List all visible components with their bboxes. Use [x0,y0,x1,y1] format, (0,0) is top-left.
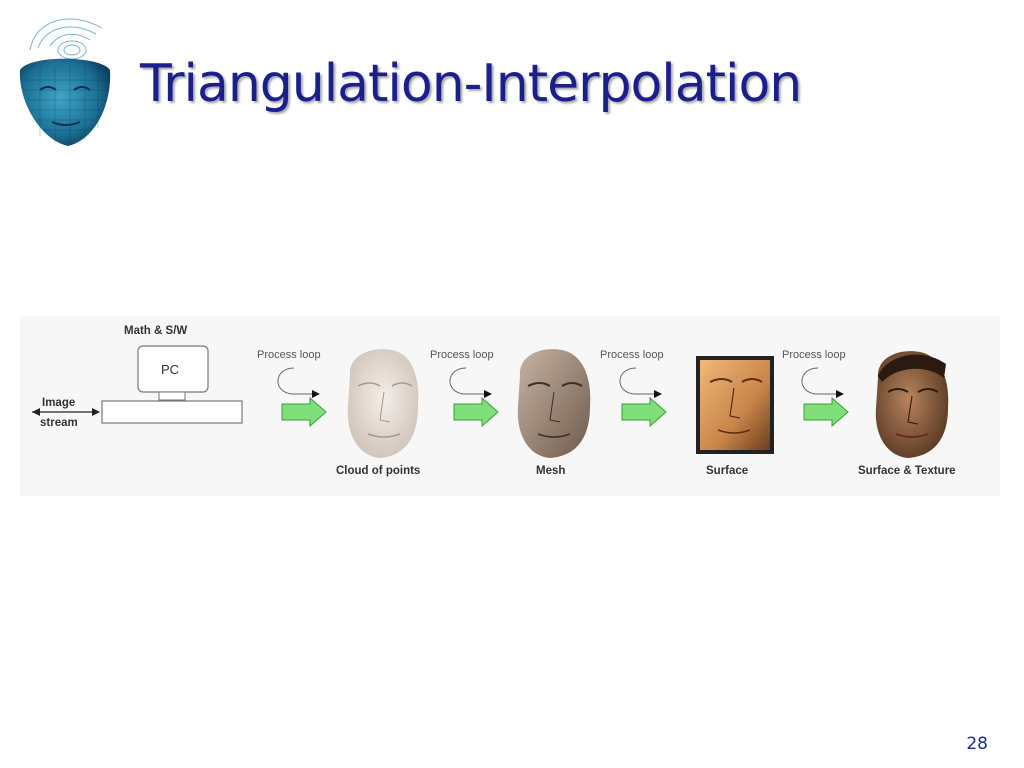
slide-title: Triangulation-Interpolation [140,54,802,114]
page-number: 28 [966,734,988,754]
stage-label-1: Cloud of points [336,465,420,477]
loop-arrow-2 [449,367,492,398]
loop-label-3: Process loop [600,349,664,361]
loop-arrow-4 [801,367,844,398]
surface-texture-image [875,351,949,458]
process-arrow-1 [281,396,327,428]
cloud-of-points-image [347,349,419,458]
surface-image [696,356,774,454]
loop-arrow-1 [277,367,320,398]
process-arrow-2 [453,396,499,428]
input-label-line1: Image [42,397,75,409]
pipeline-diagram: Math & S/W PC Image stream Process loop … [20,316,1000,496]
stage-label-4: Surface & Texture [858,465,956,477]
loop-arrow-3 [619,367,662,398]
mesh-image [517,349,591,458]
pc-base [101,400,243,424]
computer-label: Math & S/W [124,325,187,337]
stage-label-2: Mesh [536,465,565,477]
loop-label-4: Process loop [782,349,846,361]
pc-stand [158,391,186,401]
loop-label-1: Process loop [257,349,321,361]
process-arrow-4 [803,396,849,428]
pc-label: PC [161,362,179,377]
loop-label-2: Process loop [430,349,494,361]
process-arrow-3 [621,396,667,428]
stage-label-3: Surface [706,465,748,477]
face-mesh-icon [19,18,111,146]
input-label-line2: stream [40,417,78,429]
